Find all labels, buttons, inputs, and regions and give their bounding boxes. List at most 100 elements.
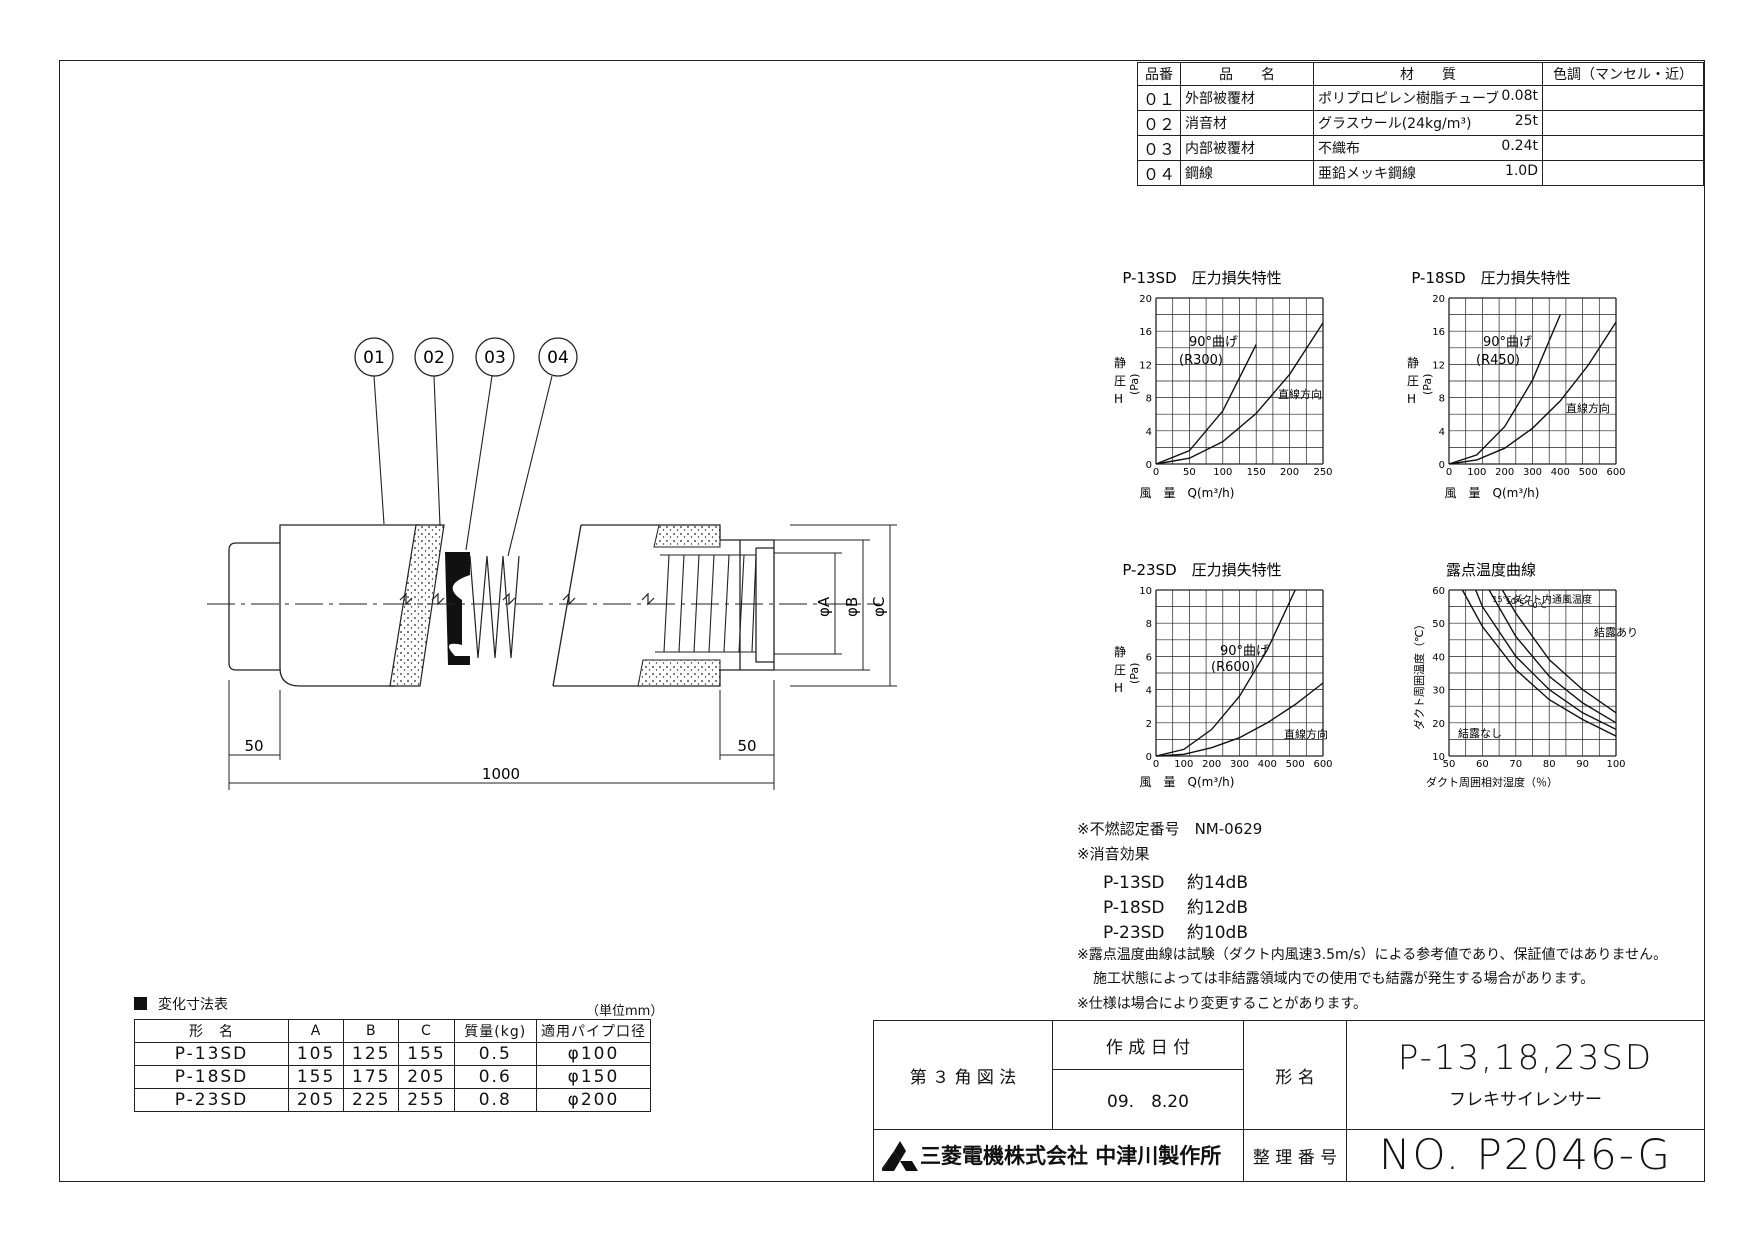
x-tick-label: 600	[1606, 467, 1625, 478]
bubble-label: 02	[423, 348, 445, 368]
dim-table-unit: （単位mm）	[586, 1004, 664, 1019]
chart2-ylabel: 静 圧 H (Pa)	[1407, 356, 1434, 406]
model-cell	[1346, 1020, 1705, 1130]
part-bubble-04: 04	[538, 337, 578, 377]
mat-name: 鋼線	[1180, 160, 1314, 186]
bubble-label: 04	[547, 348, 569, 368]
x-tick-label: 400	[1258, 759, 1277, 770]
chart3-bend-label: 90°曲げ	[1220, 644, 1269, 659]
dim-phi-c: φC	[870, 597, 888, 617]
x-tick-label: 150	[1247, 467, 1266, 478]
break-marks	[399, 592, 655, 606]
x-tick-label: 0	[1446, 467, 1452, 478]
table-row: ０２ 消音材 グラスウール(24kg/m³)25t	[1137, 110, 1704, 136]
ylabel-char: 圧	[1114, 663, 1126, 677]
dim-cell: 255	[398, 1088, 455, 1112]
mat-thickness: 25t	[1514, 113, 1538, 129]
series-line-4	[1501, 589, 1617, 714]
dim-header: A	[287, 1019, 345, 1043]
chart4-inner-label: ダクト内通風温度	[1512, 593, 1592, 606]
series-label: 5℃	[1519, 599, 1533, 608]
y-tick-label: 4	[1146, 686, 1152, 697]
dimension-table: 形 名 A B C 質量(kg) 適用パイプ口径 P-13SD 105 125 …	[134, 1019, 651, 1112]
dim-table-title: 変化寸法表	[158, 997, 228, 1013]
y-tick-label: 20	[1139, 294, 1152, 305]
dim-cell: 205	[398, 1065, 455, 1089]
y-tick-label: 8	[1146, 394, 1152, 405]
materials-table: 品番 品 名 材 質 色調（マンセル・近） ０１ 外部被覆材 ポリプロピレン樹脂…	[1137, 62, 1704, 186]
ref-number: NO. P2046-G	[1379, 1130, 1672, 1179]
dim-cell: 0.5	[453, 1042, 538, 1066]
dim-right-end: 50	[737, 737, 756, 755]
x-tick-label: 50	[1443, 759, 1456, 770]
series-line-3	[1488, 589, 1617, 724]
y-tick-label: 4	[1146, 427, 1152, 438]
chart2-straight-label: 直線方向	[1566, 401, 1610, 415]
y-tick-label: 40	[1432, 652, 1445, 663]
y-tick-label: 12	[1432, 360, 1445, 371]
ylabel-unit: (Pa)	[1421, 374, 1434, 395]
chart1-bend-label: 90°曲げ	[1189, 335, 1238, 350]
y-tick-label: 20	[1432, 294, 1445, 305]
x-tick-label: 0	[1153, 467, 1159, 478]
y-tick-label: 2	[1146, 719, 1152, 730]
ylabel-unit: (Pa)	[1128, 663, 1141, 684]
series-line-2	[1448, 321, 1617, 465]
series-line-2	[1155, 682, 1324, 757]
y-tick-label: 8	[1146, 619, 1152, 630]
dim-cell: P-18SD	[134, 1065, 289, 1089]
mat-material: ポリプロピレン樹脂チューブ	[1318, 91, 1500, 107]
diameter-dims	[774, 524, 897, 687]
dim-phi-b: φB	[843, 597, 861, 617]
leader-lines	[373, 375, 553, 557]
x-tick-label: 200	[1495, 467, 1514, 478]
mat-name: 内部被覆材	[1180, 135, 1314, 161]
x-tick-label: 80	[1543, 759, 1556, 770]
ylabel-char: 圧	[1114, 374, 1126, 388]
right-wool-top	[653, 524, 721, 548]
mat-color	[1542, 135, 1704, 161]
length-dims	[228, 680, 775, 790]
mat-material: 亜鉛メッキ鋼線	[1318, 166, 1416, 182]
dim-phi-a: φA	[815, 596, 833, 617]
series-line-1	[1155, 589, 1296, 757]
series-label: 0℃	[1532, 601, 1546, 610]
mat-material: 不織布	[1318, 141, 1360, 157]
mat-header-name: 品 名	[1180, 62, 1314, 86]
ylabel-char: H	[1114, 681, 1123, 695]
chart4-xlabel: ダクト周囲相対湿度（％）	[1426, 775, 1558, 789]
series-line-1	[1448, 314, 1561, 465]
dim-cell: 155	[287, 1065, 345, 1089]
chart1-xlabel: 風 量 Q(m³/h)	[1140, 486, 1235, 500]
chart1-ylabel: 静 圧 H (Pa)	[1114, 356, 1141, 406]
x-tick-label: 200	[1280, 467, 1299, 478]
y-tick-label: 10	[1432, 752, 1445, 763]
x-tick-label: 100	[1606, 759, 1625, 770]
dim-cell: 175	[343, 1065, 400, 1089]
y-tick-label: 0	[1146, 752, 1152, 763]
mat-color	[1542, 110, 1704, 136]
dim-header: 形 名	[134, 1019, 289, 1043]
series-line-2	[1475, 589, 1617, 731]
model-number: P-13,18,23SD	[1397, 1038, 1654, 1078]
model-label-cell: 形 名	[1243, 1020, 1347, 1130]
x-tick-label: 400	[1551, 467, 1570, 478]
y-tick-label: 10	[1139, 586, 1152, 597]
chart3-xlabel: 風 量 Q(m³/h)	[1140, 775, 1235, 789]
bubble-label: 01	[363, 348, 385, 368]
y-tick-label: 16	[1432, 327, 1445, 338]
dew-note-1: ※露点温度曲線は試験（ダクト内風速3.5m/s）による参考値であり、保証値ではあ…	[1077, 947, 1668, 963]
x-tick-label: 100	[1213, 467, 1232, 478]
series-line-1	[1155, 344, 1257, 465]
mat-no: ０３	[1137, 135, 1181, 161]
dim-cell: φ100	[536, 1042, 651, 1066]
dim-cell: 0.6	[453, 1065, 538, 1089]
x-tick-label: 250	[1313, 467, 1332, 478]
right-ribs	[655, 554, 757, 653]
company-logo-icon	[882, 1141, 918, 1171]
chart4-ylabel: ダクト周囲温度（℃）	[1412, 619, 1426, 730]
x-tick-label: 70	[1509, 759, 1522, 770]
